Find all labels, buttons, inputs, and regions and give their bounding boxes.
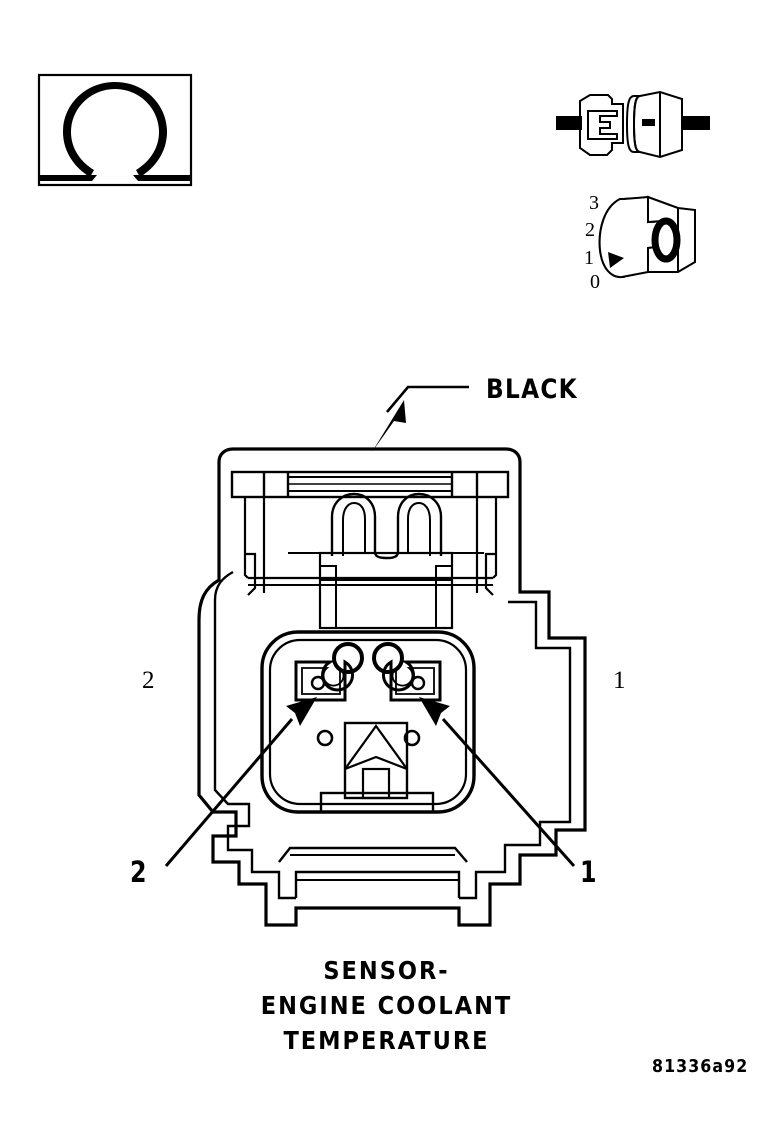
- dial-tick-0: 0: [590, 271, 600, 293]
- callout-leaders: [164, 697, 576, 867]
- black-wire-leader: [372, 385, 469, 452]
- callout-number-2: 2: [130, 855, 147, 889]
- connector-male-body: [579, 94, 624, 156]
- ohm-symbol-box: [37, 73, 193, 187]
- cavity-number-right: 1: [613, 667, 626, 694]
- callout-arrowhead-1: [419, 697, 450, 726]
- wire-stub-right: [682, 116, 710, 130]
- terminal-cavity-1: [382, 659, 442, 702]
- main-connector-assembly: [197, 447, 587, 927]
- terminal-hole-1: [410, 675, 426, 691]
- figure-id-label: 81336a92: [652, 1056, 749, 1077]
- locator-hole-right: [403, 729, 421, 747]
- caption-line-1: SENSOR-: [323, 956, 450, 985]
- wire-stub-left: [556, 116, 582, 130]
- connector-outer-shell: [197, 447, 587, 927]
- connector-pair-illustration: [556, 90, 710, 159]
- dial-pointer: [608, 252, 624, 268]
- ohm-icon: [40, 82, 190, 181]
- connector-face-plate: [260, 630, 476, 814]
- terminal-cavity-2: [294, 659, 354, 702]
- dial-tick-2: 2: [585, 219, 595, 241]
- locator-hole-left: [316, 729, 334, 747]
- terminal-ring-2: [332, 642, 364, 674]
- caption-line-2: ENGINE COOLANT: [260, 991, 513, 1020]
- connector-female-slot: [642, 119, 655, 126]
- dial-tick-1: 1: [584, 247, 594, 269]
- caption-line-3: TEMPERATURE: [283, 1026, 490, 1055]
- rotary-dial-illustration: [598, 195, 696, 279]
- cavity-number-left: 2: [142, 667, 155, 694]
- dial-tick-3: 3: [589, 192, 599, 214]
- connector-spring-latch: [330, 492, 443, 560]
- dial-center-hole: [651, 217, 681, 263]
- connector-key-feature: [319, 721, 435, 814]
- wire-color-label: BLACK: [486, 374, 578, 405]
- connector-inner-contour-left: [213, 600, 296, 900]
- terminal-hole-2: [310, 675, 326, 691]
- terminal-ring-1: [372, 642, 404, 674]
- connector-inner-contour-left-top: [213, 570, 234, 601]
- callout-arrowhead-2: [286, 697, 317, 726]
- connector-latch-bar: [230, 470, 510, 499]
- connector-center-block: [248, 551, 493, 630]
- black-wire-arrowhead: [372, 400, 406, 452]
- connector-male-fork: [587, 110, 618, 140]
- connector-female-body: [632, 90, 683, 159]
- callout-number-1: 1: [580, 855, 597, 889]
- connector-lower-flange: [278, 846, 468, 898]
- connector-inner-contour-right: [459, 600, 572, 900]
